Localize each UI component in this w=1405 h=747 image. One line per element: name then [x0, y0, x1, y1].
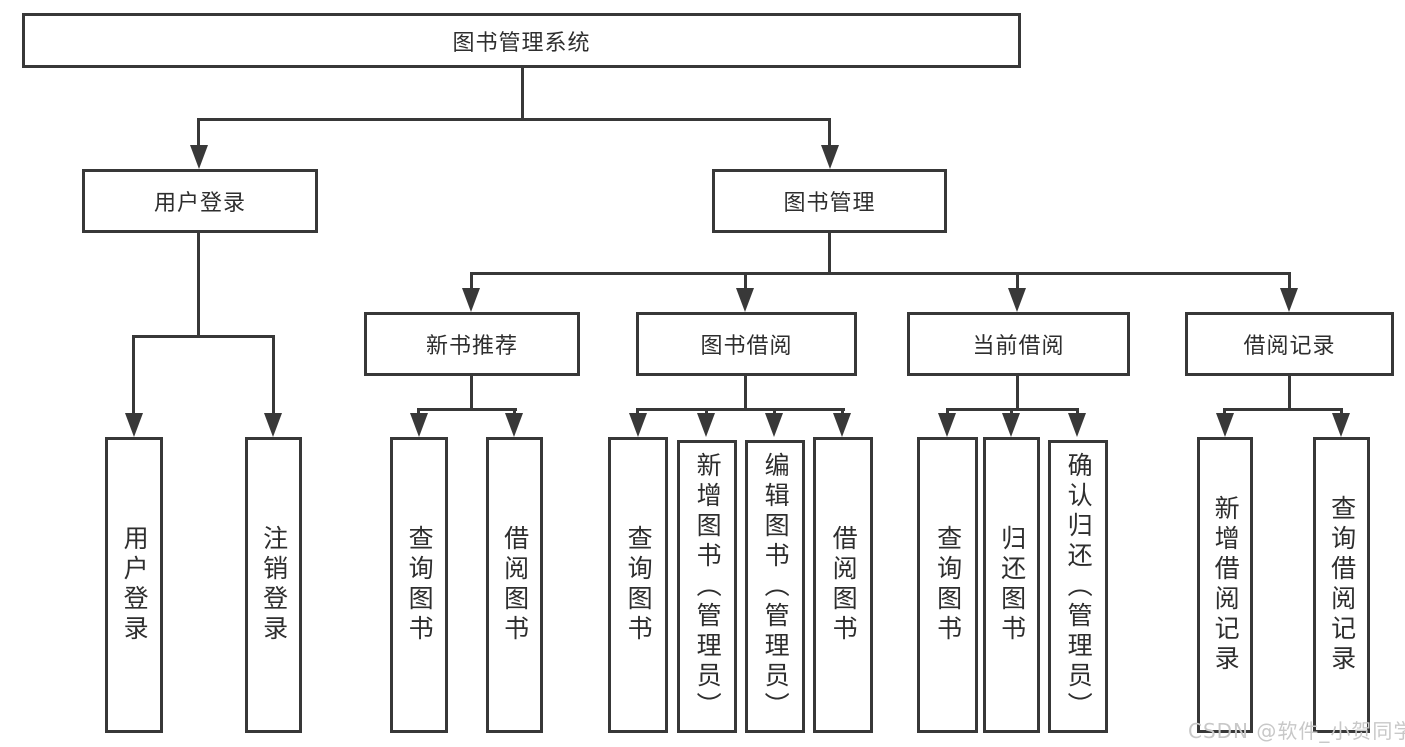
node-bor-edit-book-admin: 编辑图书（管理员） — [745, 440, 805, 733]
connector-line — [828, 233, 831, 274]
connector-line — [197, 118, 831, 121]
connector-line — [1340, 408, 1343, 415]
node-user-login: 用户登录 — [82, 169, 318, 233]
connector-line — [521, 67, 524, 120]
node-rec-query-book: 查询图书 — [390, 437, 448, 733]
connector-line — [417, 408, 517, 411]
connector-line — [1223, 408, 1226, 415]
connector-line — [841, 408, 844, 415]
connector-line — [1223, 408, 1342, 411]
arrow-down-icon — [505, 413, 523, 437]
connector-line — [744, 376, 747, 410]
node-cur-return-book: 归还图书 — [983, 437, 1040, 733]
arrow-down-icon — [629, 413, 647, 437]
node-new-book-recommend: 新书推荐 — [364, 312, 580, 376]
node-bor-add-book-admin: 新增图书（管理员） — [677, 440, 737, 733]
arrow-down-icon — [1280, 288, 1298, 312]
arrow-down-icon — [190, 145, 208, 169]
node-logout: 注销登录 — [245, 437, 302, 733]
node-hist-query-record: 查询借阅记录 — [1313, 437, 1370, 733]
connector-line — [773, 408, 776, 415]
arrow-down-icon — [264, 413, 282, 437]
connector-line — [470, 272, 1291, 275]
connector-line — [1016, 272, 1019, 290]
connector-line — [946, 408, 949, 415]
connector-line — [132, 335, 135, 415]
node-rec-borrow-book: 借阅图书 — [486, 437, 543, 733]
connector-line — [197, 118, 200, 147]
connector-line — [1016, 376, 1019, 410]
connector-line — [272, 335, 275, 415]
arrow-down-icon — [1216, 413, 1234, 437]
connector-line — [636, 408, 639, 415]
connector-line — [1076, 408, 1079, 415]
arrow-down-icon — [938, 413, 956, 437]
connector-line — [470, 272, 473, 290]
node-current-borrowing: 当前借阅 — [907, 312, 1130, 376]
connector-line — [1288, 272, 1291, 290]
node-cur-query-book: 查询图书 — [917, 437, 978, 733]
arrow-down-icon — [736, 288, 754, 312]
connector-line — [828, 118, 831, 147]
arrow-down-icon — [821, 145, 839, 169]
arrow-down-icon — [1068, 413, 1086, 437]
node-hist-add-record: 新增借阅记录 — [1197, 437, 1253, 733]
watermark: CSDN @软件_小贺同学 — [1188, 719, 1405, 743]
arrow-down-icon — [410, 413, 428, 437]
node-bor-borrow-book: 借阅图书 — [813, 437, 873, 733]
node-cur-confirm-return-admin: 确认归还（管理员） — [1048, 440, 1108, 733]
node-borrowing-records: 借阅记录 — [1185, 312, 1394, 376]
node-library-management-system: 图书管理系统 — [22, 13, 1021, 68]
connector-line — [636, 408, 845, 411]
connector-line — [1010, 408, 1013, 415]
connector-line — [1288, 376, 1291, 410]
connector-line — [197, 233, 200, 337]
arrow-down-icon — [1002, 413, 1020, 437]
arrow-down-icon — [462, 288, 480, 312]
arrow-down-icon — [125, 413, 143, 437]
node-bor-query-book: 查询图书 — [608, 437, 668, 733]
arrow-down-icon — [1008, 288, 1026, 312]
arrow-down-icon — [1332, 413, 1350, 437]
connector-line — [417, 408, 420, 415]
connector-line — [705, 408, 708, 415]
connector-line — [470, 376, 473, 410]
node-user-login-leaf: 用户登录 — [105, 437, 163, 733]
arrow-down-icon — [765, 413, 783, 437]
arrow-down-icon — [833, 413, 851, 437]
node-book-borrowing: 图书借阅 — [636, 312, 857, 376]
connector-line — [132, 335, 275, 338]
arrow-down-icon — [697, 413, 715, 437]
connector-line — [513, 408, 516, 415]
node-book-management: 图书管理 — [712, 169, 947, 233]
connector-line — [744, 272, 747, 290]
